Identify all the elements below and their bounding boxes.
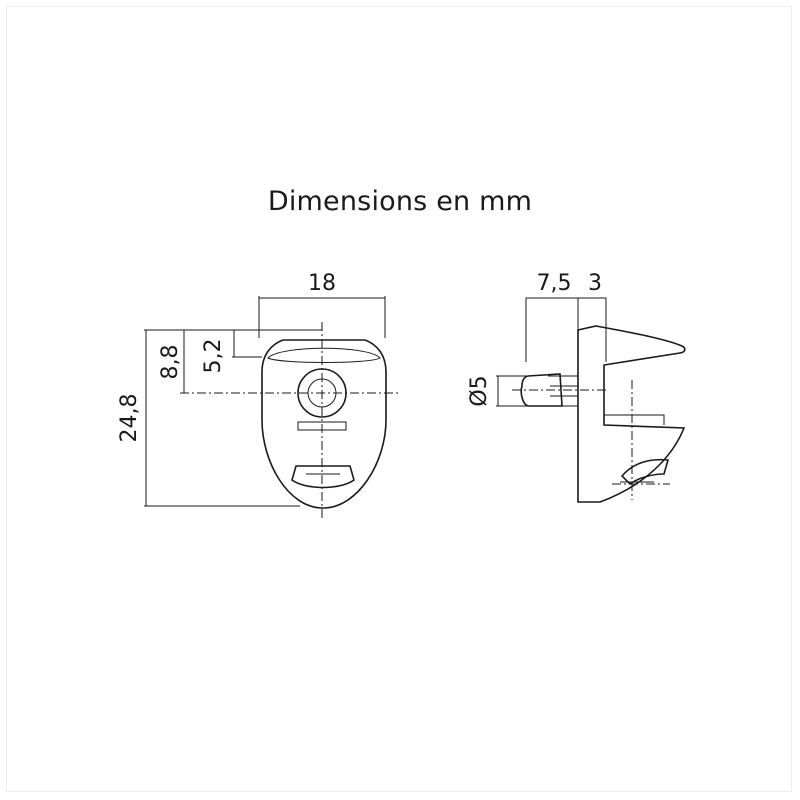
side-view: 7,5 3 Ø5 (467, 271, 686, 503)
side-lower-hook (620, 458, 670, 486)
page-title: Dimensions en mm (267, 186, 533, 217)
side-depth-b-label: 3 (588, 271, 602, 296)
front-view: 18 24,8 8,8 5,2 (117, 271, 400, 520)
front-total-height-label: 24,8 (117, 394, 142, 443)
front-pin-base (297, 421, 347, 431)
front-top-crescent (267, 347, 381, 363)
front-width-label: 18 (308, 271, 336, 296)
image-frame (6, 6, 792, 792)
front-height-a-label: 8,8 (158, 345, 183, 380)
front-body-outline (261, 339, 387, 509)
side-inner-shelf (604, 414, 665, 425)
front-height-b-label: 5,2 (201, 339, 226, 374)
front-lower-slot (291, 465, 355, 489)
side-depth-a-label: 7,5 (537, 271, 572, 296)
side-body-outline (577, 325, 686, 503)
side-pin-diameter-label: Ø5 (467, 375, 492, 406)
